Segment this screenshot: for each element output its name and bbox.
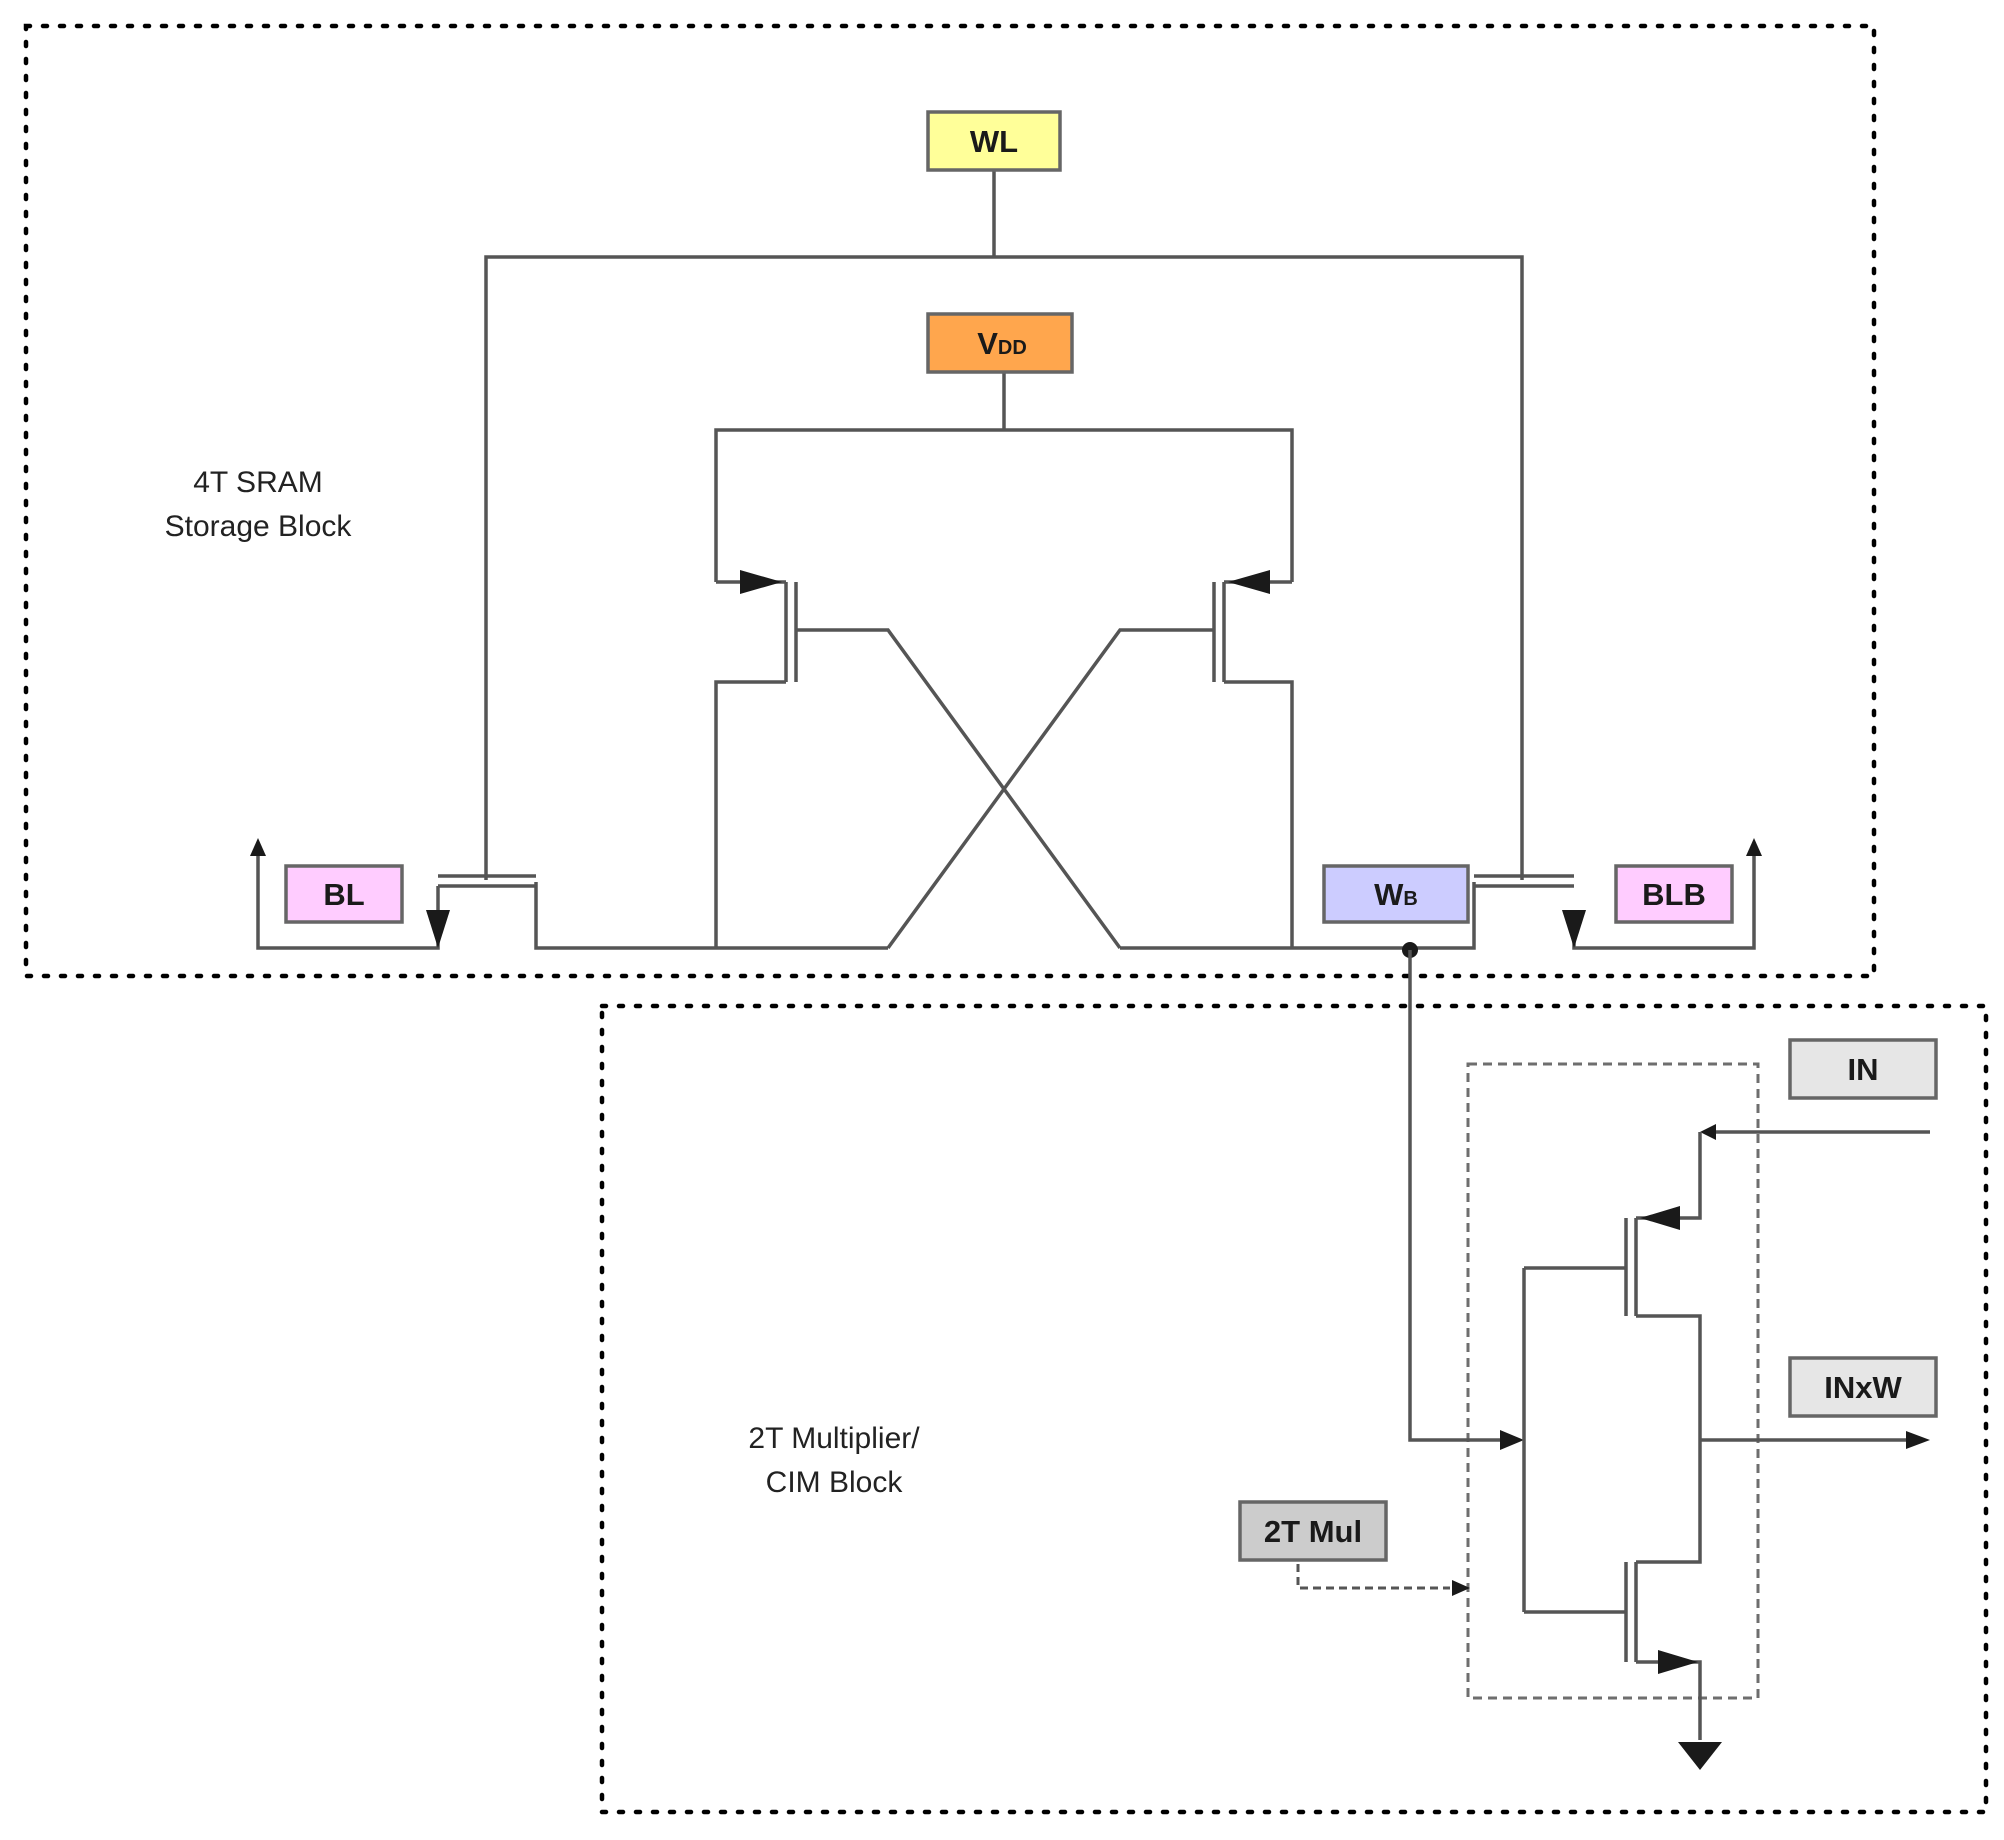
vdd-label-box: VDD [926,312,1074,374]
multiplier-pmos-transistor [1624,1206,1680,1316]
sram-block-title-line1: 4T SRAM [193,466,322,499]
cim-block-border [599,1003,1989,1815]
bl-box [284,864,404,924]
inxw-box [1788,1356,1938,1418]
wb-label-main: W [1374,877,1404,912]
wb-label: WB [1374,877,1418,912]
vdd-label-main: V [977,326,998,361]
vdd-label-sub: DD [998,337,1027,359]
mul-label: 2T Mul [1264,1514,1362,1549]
multiplier-inner-border [1466,1062,1760,1700]
blb-box [1614,864,1734,924]
left-pmos-transistor [716,570,798,682]
multiplier-wiring [1296,942,1930,1770]
vdd-label: VDD [977,326,1027,361]
ground-icon [1678,1742,1722,1770]
sram-wiring [256,170,1756,950]
wl-label: WL [970,124,1018,159]
inxw-label-box: INxW [1788,1356,1938,1418]
wb-label-sub: B [1403,888,1417,910]
sram-block-border [23,23,1877,979]
wl-label-box: WL [926,110,1062,172]
bl-label: BL [323,877,364,912]
bl-label-box: BL [284,864,404,924]
left-access-transistor [250,838,536,948]
blb-label-box: BLB [1614,864,1734,924]
wb-box [1322,864,1470,924]
blb-label: BLB [1642,877,1706,912]
cim-block-title-line1: 2T Multiplier/ [748,1422,920,1455]
in-label-box: IN [1788,1038,1938,1100]
mul-label-box: 2T Mul [1238,1500,1388,1562]
right-access-transistor [1474,838,1762,948]
mul-box [1238,1500,1388,1562]
vdd-box [926,312,1074,374]
right-pmos-transistor [1212,570,1292,682]
wl-box [926,110,1062,172]
wb-label-box: WB [1322,864,1470,924]
multiplier-nmos-transistor [1624,1562,1698,1674]
cim-block-title-line2: CIM Block [766,1466,904,1499]
in-label: IN [1848,1052,1879,1087]
sram-block-title-line2: Storage Block [165,510,353,543]
inxw-label: INxW [1824,1370,1902,1405]
in-box [1788,1038,1938,1100]
